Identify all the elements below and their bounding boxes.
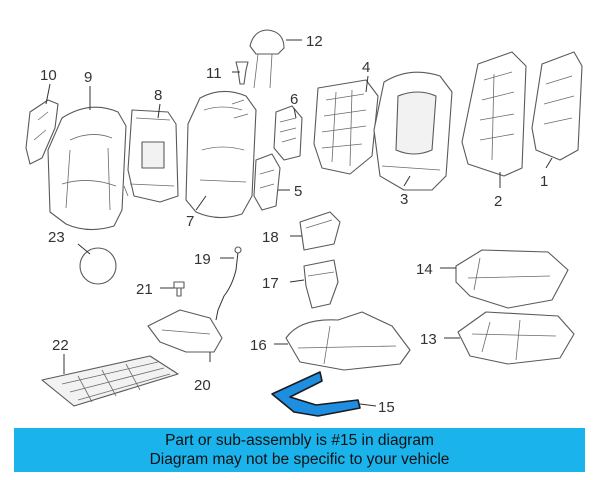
callout-4: 4 <box>362 59 370 76</box>
part-11-headrest-guide <box>235 61 249 85</box>
part-17-lower-bracket <box>303 259 339 309</box>
banner-line-2: Diagram may not be specific to your vehi… <box>149 451 450 468</box>
callout-2: 2 <box>494 193 502 210</box>
callout-7: 7 <box>186 213 194 230</box>
part-21-bolt <box>173 281 185 297</box>
part-3-backrest-frame <box>373 71 453 191</box>
part-1-rear-panel <box>531 51 583 161</box>
part-19-cable <box>215 246 242 321</box>
part-14-cushion-pad <box>455 249 569 309</box>
callout-19: 19 <box>194 251 211 268</box>
callout-1: 1 <box>540 173 548 190</box>
callout-18: 18 <box>262 229 279 246</box>
info-banner: Part or sub-assembly is #15 in diagram D… <box>14 428 585 472</box>
callout-23: 23 <box>48 229 65 246</box>
part-12-headrest <box>249 29 285 89</box>
part-20-side-shield <box>147 309 223 353</box>
callout-15: 15 <box>378 399 395 416</box>
part-5-recliner-cover <box>253 153 281 211</box>
callout-10: 10 <box>40 67 57 84</box>
callout-16: 16 <box>250 337 267 354</box>
part-23-round-cover <box>79 247 117 285</box>
part-6-bracket <box>273 105 303 161</box>
callout-20: 20 <box>194 377 211 394</box>
callout-12: 12 <box>306 33 323 50</box>
callout-6: 6 <box>290 91 298 108</box>
part-9-backrest-cover <box>47 106 127 231</box>
callout-8: 8 <box>154 87 162 104</box>
callout-21: 21 <box>136 281 153 298</box>
part-22-heating-element <box>41 355 179 407</box>
banner-line-1: Part or sub-assembly is #15 in diagram <box>165 432 434 449</box>
callout-14: 14 <box>416 261 433 278</box>
callout-17: 17 <box>262 275 279 292</box>
leader-lines <box>45 39 553 407</box>
part-2-frame <box>461 51 527 177</box>
part-4-lumbar-frame <box>313 79 379 175</box>
part-13-cushion-frame <box>457 311 575 365</box>
part-18-support <box>299 211 341 251</box>
callout-3: 3 <box>400 191 408 208</box>
callout-13: 13 <box>420 331 437 348</box>
callout-5: 5 <box>294 183 302 200</box>
callout-9: 9 <box>84 69 92 86</box>
part-16-cushion-cover <box>285 311 411 371</box>
callout-22: 22 <box>52 337 69 354</box>
part-8-back-panel <box>123 109 179 203</box>
callout-11: 11 <box>206 65 222 82</box>
part-7-backrest-pad <box>185 90 257 219</box>
seat-parts-diagram: 10 9 8 7 11 12 6 4 5 3 2 1 23 18 19 21 1… <box>25 29 583 417</box>
part-15-highlighted <box>271 371 361 417</box>
part-10-side-trim <box>25 99 59 165</box>
